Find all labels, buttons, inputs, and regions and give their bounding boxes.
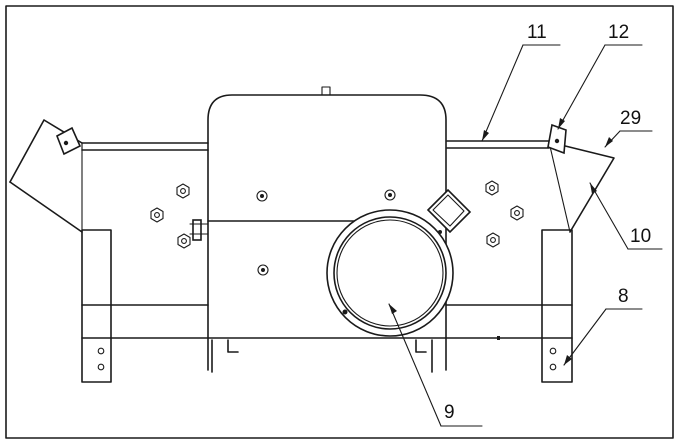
label-9: 9	[444, 402, 455, 423]
left-feed-chute	[9, 119, 209, 233]
right-feed-chute	[446, 123, 615, 233]
label-29: 29	[620, 108, 641, 129]
callout-11: 11	[481, 22, 561, 142]
callout-9: 9	[388, 303, 483, 427]
fasteners	[150, 180, 524, 276]
label-11: 11	[527, 22, 547, 43]
callout-8: 8	[563, 286, 643, 366]
label-12: 12	[608, 22, 629, 43]
callout-10: 10	[589, 182, 663, 250]
callout-29: 29	[604, 108, 653, 148]
label-8: 8	[618, 286, 629, 307]
drawing-frame	[5, 5, 674, 439]
callout-12: 12	[557, 22, 643, 130]
label-10: 10	[630, 226, 651, 247]
base-frame	[81, 229, 573, 383]
drum-assembly	[326, 188, 472, 337]
